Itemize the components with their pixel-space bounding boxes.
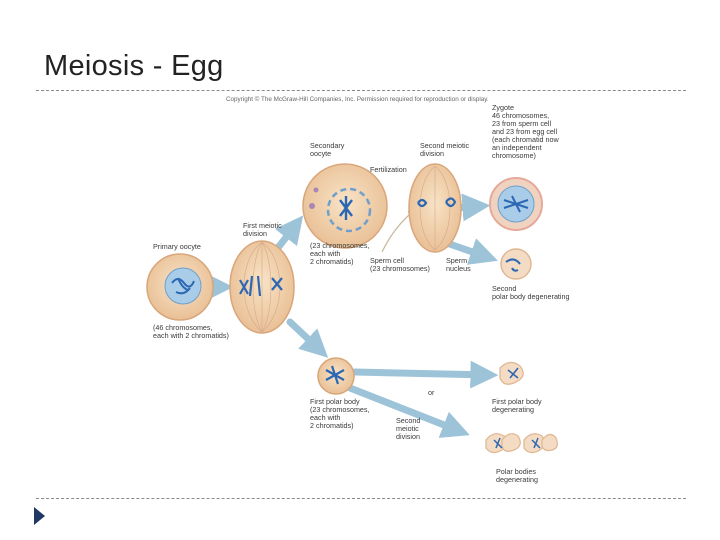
second-polar-body (500, 248, 532, 280)
label-second-polar-body: Second polar body degenerating (492, 284, 570, 301)
copyright-text: Copyright © The McGraw-Hill Companies, I… (226, 95, 489, 103)
label-first-polar-body: First polar body (23 chromosomes, each w… (310, 397, 372, 430)
label-secondary-chromosomes: (23 chromosomes, each with 2 chromatids) (310, 241, 372, 266)
arrow-polar-to-division (346, 384, 470, 438)
label-second-meiotic-division-bottom: Second meiotic division (396, 416, 422, 441)
second-meiotic-division-cell (408, 163, 462, 253)
label-sperm-cell: Sperm cell (23 chromosomes) (370, 256, 430, 273)
label-polar-bodies-degenerating: Polar bodies degenerating (496, 467, 538, 484)
first-polar-body-degenerating (499, 361, 524, 385)
label-sperm-nucleus: Sperm nucleus (446, 256, 471, 273)
primary-oocyte-cell (146, 253, 214, 321)
label-first-meiotic-division: First meiotic division (243, 221, 284, 238)
first-polar-body (317, 357, 355, 395)
slide-title: Meiosis - Egg (44, 50, 224, 82)
zygote-cell (489, 177, 543, 231)
arrow-to-first-polar-body (286, 318, 329, 358)
label-primary-oocyte: Primary oocyte (153, 242, 201, 251)
nav-bullet-icon[interactable] (34, 507, 45, 525)
label-first-polar-body-degenerating: First polar body degenerating (492, 397, 544, 414)
label-primary-chromosomes: (46 chromosomes, each with 2 chromatids) (153, 323, 229, 340)
top-divider (36, 90, 686, 91)
label-fertilization: Fertilization (370, 165, 407, 174)
first-meiotic-division-cell (229, 240, 295, 334)
arrow-polar-to-degenerating (351, 360, 499, 389)
label-zygote: Zygote 46 chromosomes, 23 from sperm cel… (492, 103, 561, 160)
label-secondary-oocyte: Secondary oocyte (310, 141, 346, 158)
secondary-oocyte-cell (302, 163, 388, 249)
polar-bodies-degenerating (485, 433, 558, 454)
label-or: or (428, 388, 435, 397)
bottom-divider (36, 498, 686, 499)
label-second-meiotic-division-top: Second meiotic division (420, 141, 471, 158)
